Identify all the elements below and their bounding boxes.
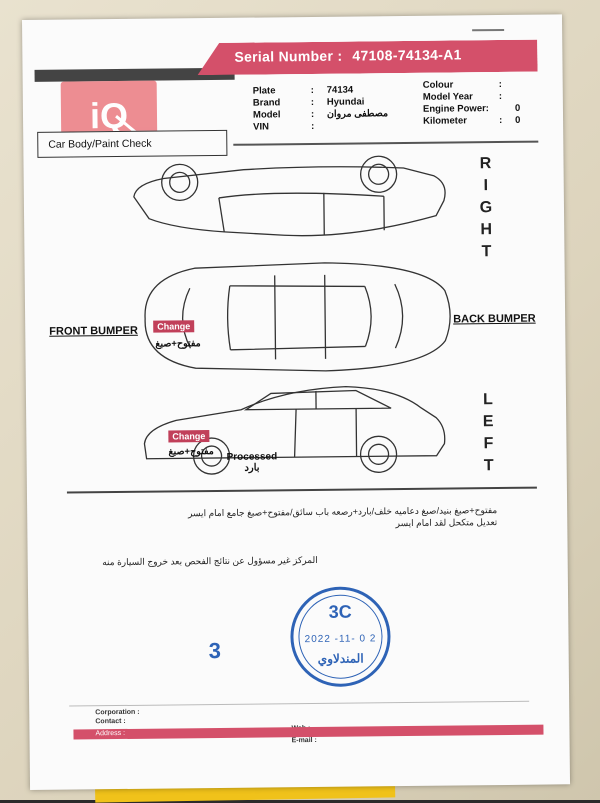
right-label: R I G H T — [479, 155, 493, 261]
car-right-view-icon — [133, 155, 446, 237]
footer-corporation: Corporation : — [95, 708, 140, 717]
stamp-date: 2022 -11- 0 2 — [304, 633, 377, 646]
car-diagram — [133, 155, 451, 475]
inspection-sheet: Serial Number :47108-74134-A1 iQ Car Bod… — [22, 14, 571, 790]
handwritten-number: 3 — [208, 637, 221, 664]
processed-ar: بارد — [244, 462, 260, 474]
footer-email: E-mail : — [291, 736, 317, 745]
car-top-view-icon — [144, 262, 451, 372]
footer-address: Address : — [95, 729, 126, 738]
left-label: L E F T — [482, 391, 494, 475]
change-tag-top: Change — [153, 320, 195, 333]
stamp-code: 3C — [328, 601, 352, 622]
repair-note-left: مفتوح+صبغ — [168, 446, 214, 458]
front-bumper-label: FRONT BUMPER — [49, 324, 138, 338]
footer-line-1 — [69, 700, 530, 707]
footer-contact: Contact : — [95, 717, 126, 726]
processed-note: Processed بارد — [227, 451, 278, 474]
stamp-name: المندلاوي — [317, 651, 364, 666]
center-stamp: 3C 2022 -11- 0 2 المندلاوي — [289, 586, 391, 688]
processed-en: Processed — [226, 451, 278, 463]
car-left-view-icon — [143, 385, 446, 475]
repair-note-top: مفتوح+صبغ — [155, 338, 201, 350]
change-tag-left: Change — [168, 430, 210, 443]
disclaimer: المركز غير مسؤول عن نتائج الفحص بعد خروج… — [102, 554, 318, 568]
back-bumper-label: BACK BUMPER — [453, 312, 536, 326]
